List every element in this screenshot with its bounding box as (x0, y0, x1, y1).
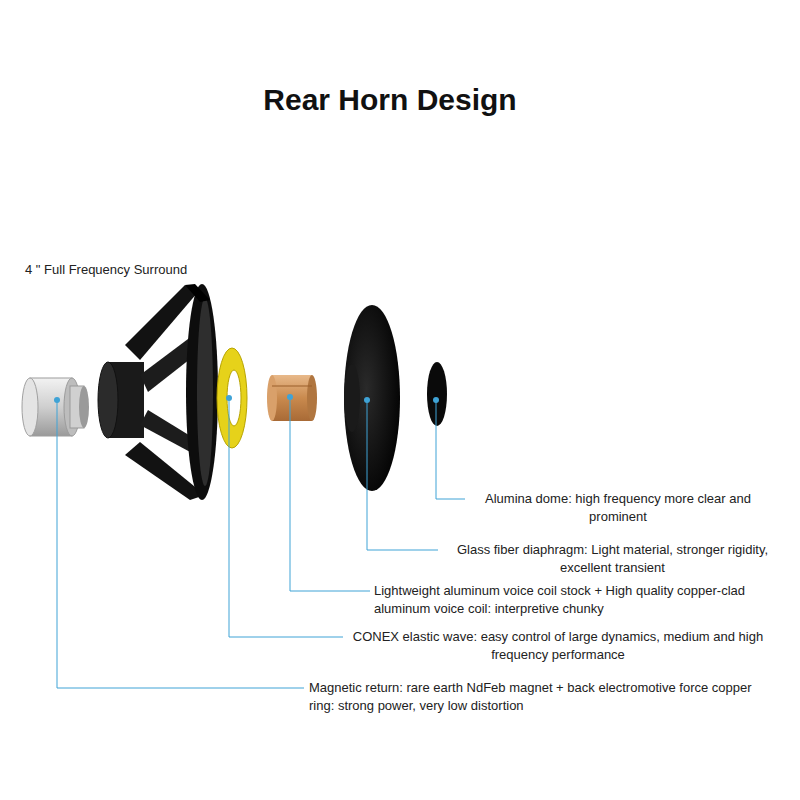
leader-line (57, 400, 304, 688)
leader-lines (57, 397, 465, 688)
leader-dot (287, 394, 293, 400)
dome-cap (427, 362, 447, 426)
leader-line (367, 400, 438, 550)
coil-band (272, 386, 312, 387)
part-label: 4 " Full Frequency Surround (25, 261, 187, 279)
coil-body (272, 375, 312, 421)
spider-ring (217, 348, 247, 448)
voice-coil (267, 375, 317, 421)
callout-text: Lightweight aluminum voice coil stock + … (374, 582, 789, 618)
leader-dots (54, 394, 439, 403)
leader-dot (226, 395, 232, 401)
callout-text: Glass fiber diaphragm: Light material, s… (440, 541, 785, 577)
coil-back (307, 375, 317, 421)
basket (98, 284, 218, 500)
leader-line (436, 400, 465, 499)
dome (427, 362, 447, 426)
conex-spider (217, 348, 247, 448)
diagram-title: Rear Horn Design (0, 82, 780, 118)
leader-line (229, 398, 343, 637)
basket-inner (197, 298, 213, 486)
coil-front (267, 375, 277, 421)
mount-tab (185, 284, 210, 302)
callout-text: Alumina dome: high frequency more clear … (468, 490, 768, 526)
leader-dot (433, 397, 439, 403)
ring-end (79, 386, 89, 428)
leader-dot (364, 397, 370, 403)
leader-line (290, 397, 370, 591)
diaphragm (344, 305, 400, 491)
magnet-face (22, 378, 38, 436)
magnet (22, 378, 89, 436)
cone (344, 305, 400, 491)
motor-back (98, 362, 118, 438)
callout-text: CONEX elastic wave: easy control of larg… (348, 628, 768, 664)
leader-dot (54, 397, 60, 403)
basket-rim (186, 284, 218, 500)
cone-neck (344, 364, 360, 432)
callout-text: Magnetic return: rare earth NdFeb magnet… (309, 679, 754, 715)
